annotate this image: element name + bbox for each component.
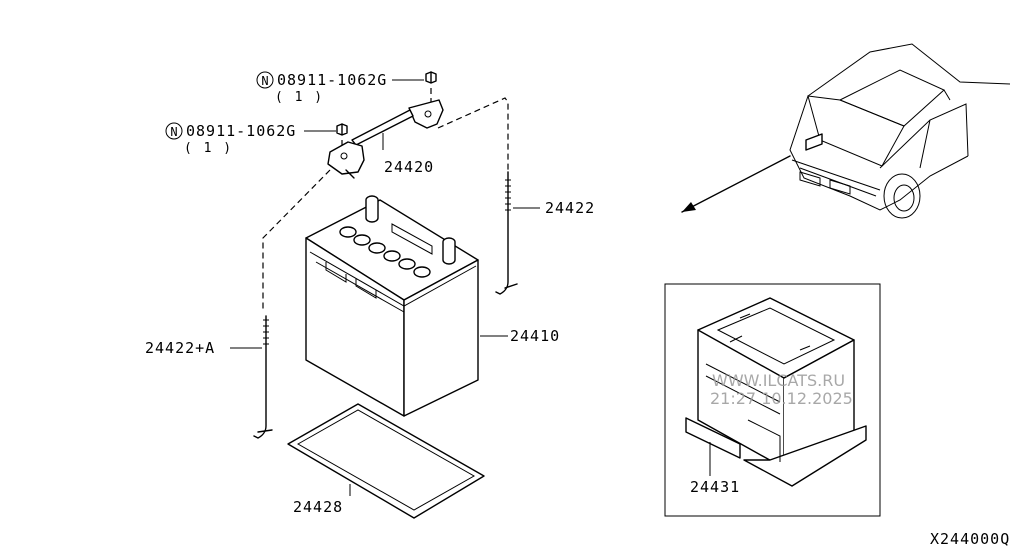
rod-left-part-number: 24422+A	[145, 339, 215, 357]
rod-right: 24422	[495, 171, 595, 295]
watermark-site: WWW.ILCATS.RU	[712, 371, 845, 390]
nut-a-part-number: 08911-1062G	[277, 71, 387, 89]
frame-right-end	[408, 99, 444, 129]
tray-inner	[296, 409, 476, 511]
nut-b-group: N 08911-1062G ( 1 )	[165, 122, 348, 156]
nut-a-qty: ( 1 )	[275, 90, 324, 105]
vehicle-wheel	[883, 173, 921, 219]
location-arrow	[681, 155, 791, 213]
battery: 24410	[305, 195, 560, 417]
battery-caps	[339, 226, 431, 278]
nut-b-part-number: 08911-1062G	[186, 122, 296, 140]
tray-part-number: 24428	[293, 498, 343, 516]
vehicle-sketch	[681, 43, 1011, 219]
arrow-head-icon	[682, 202, 696, 212]
watermark-timestamp: 21:27 10.12.2025	[710, 389, 853, 408]
terminal-right	[442, 237, 456, 265]
nut-a-group: N 08911-1062G ( 1 )	[256, 71, 437, 105]
terminal-left	[365, 195, 379, 223]
battery-tray: 24428	[287, 403, 485, 519]
battery-side	[403, 259, 479, 417]
tray-outer	[287, 403, 485, 519]
rod-right-part-number: 24422	[545, 199, 595, 217]
n-symbol-circle-b	[165, 122, 183, 140]
guide-left	[262, 169, 331, 310]
nut-a-icon	[425, 71, 437, 84]
guide-right	[437, 97, 509, 170]
cover-base	[743, 425, 867, 487]
cover-foot-left	[685, 417, 741, 459]
battery-frame: 24420	[327, 88, 444, 179]
battery-part-number: 24410	[510, 327, 560, 345]
inset-frame	[664, 283, 881, 517]
vehicle-battery-location	[805, 133, 823, 151]
frame-bar	[351, 109, 414, 146]
inset-cover: 24431	[664, 283, 881, 517]
n-symbol-b: N	[170, 125, 177, 139]
rod-left: 24422+A	[145, 315, 273, 439]
n-symbol-a: N	[261, 74, 268, 88]
n-symbol-circle-a	[256, 71, 274, 89]
nut-b-icon	[336, 123, 348, 136]
cover-part-number: 24431	[690, 478, 740, 496]
diagram-code: X244000Q	[930, 530, 1010, 548]
frame-part-number: 24420	[384, 158, 434, 176]
nut-b-qty: ( 1 )	[184, 141, 233, 156]
